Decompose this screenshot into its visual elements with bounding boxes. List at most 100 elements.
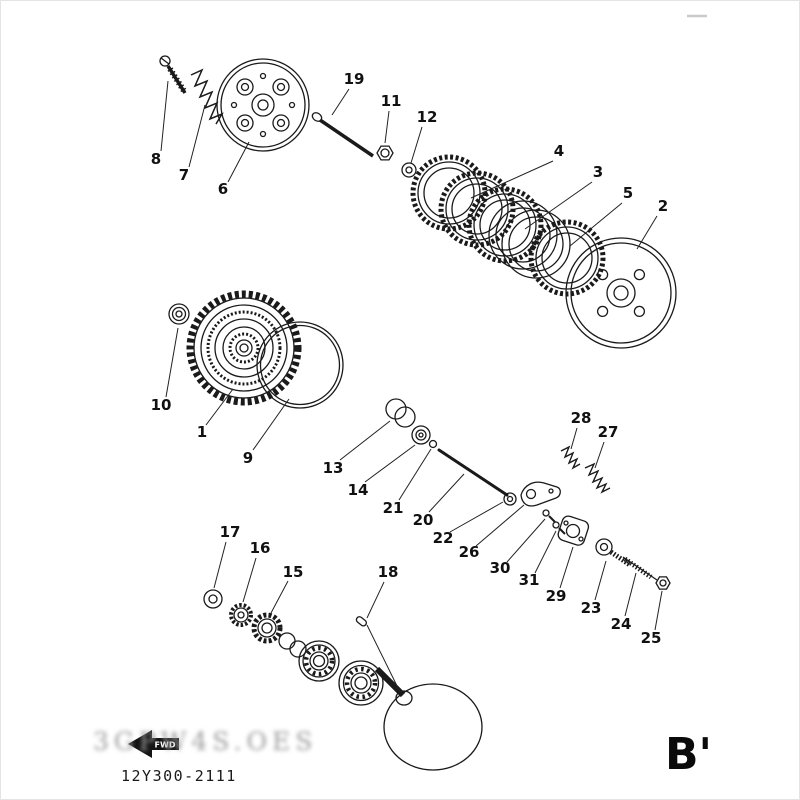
callout-25: 25 xyxy=(641,629,662,647)
callout-29: 29 xyxy=(546,587,567,605)
leader-line-19 xyxy=(331,88,350,116)
drive-shaft xyxy=(374,666,406,698)
callout-24: 24 xyxy=(611,615,632,633)
nut-25 xyxy=(655,576,671,590)
spacer-13 xyxy=(385,398,416,428)
diagram-code: 12Y300-2111 xyxy=(121,767,237,785)
leader-line-6 xyxy=(227,141,250,183)
leader-line-2 xyxy=(636,215,658,250)
callout-5: 5 xyxy=(623,184,633,202)
adjuster-23 xyxy=(595,538,632,568)
o-ring-9 xyxy=(256,321,344,409)
callout-14: 14 xyxy=(348,481,369,499)
pressure-plate-6 xyxy=(216,58,310,152)
leader-line-5 xyxy=(569,202,623,247)
callout-17: 17 xyxy=(220,523,241,541)
callout-8: 8 xyxy=(151,150,161,168)
leader-line-28 xyxy=(570,427,578,450)
callout-1: 1 xyxy=(197,423,207,441)
leader-line-15 xyxy=(270,580,289,614)
callout-10: 10 xyxy=(151,396,172,414)
screw-24 xyxy=(622,556,658,581)
nut-11 xyxy=(376,145,394,161)
page-marker: B' xyxy=(665,729,713,780)
leader-lines xyxy=(160,80,663,693)
leader-line-1 xyxy=(205,388,234,426)
leader-line-30 xyxy=(506,518,546,563)
leader-line-3 xyxy=(524,181,593,230)
callout-28: 28 xyxy=(571,409,592,427)
callout-7: 7 xyxy=(179,166,189,184)
callout-3: 3 xyxy=(593,163,603,181)
push-rod-20 xyxy=(437,448,509,497)
seal-10 xyxy=(168,303,190,325)
leader-line-27 xyxy=(594,441,605,469)
push-lever-26 xyxy=(520,481,561,507)
callout-18: 18 xyxy=(378,563,399,581)
drive-disc xyxy=(383,683,483,771)
leader-line-17 xyxy=(213,541,227,589)
spring-7 xyxy=(190,68,224,125)
callout-16: 16 xyxy=(250,539,271,557)
leader-line-14 xyxy=(364,444,416,483)
leader-line-10 xyxy=(165,327,179,398)
callout-11: 11 xyxy=(381,92,402,110)
leader-line-9 xyxy=(252,398,290,451)
callout-21: 21 xyxy=(383,499,404,517)
leader-line-29 xyxy=(559,546,574,589)
leader-line-4 xyxy=(470,160,554,199)
leader-line-23 xyxy=(594,560,607,601)
friction-plates-4 xyxy=(410,154,544,264)
fwd-arrow: FWD xyxy=(128,730,179,758)
callout-30: 30 xyxy=(490,559,511,577)
callout-22: 22 xyxy=(433,529,454,547)
callout-6: 6 xyxy=(218,180,228,198)
spring-27 xyxy=(584,462,611,494)
washer-22 xyxy=(503,492,517,506)
leader-line-24 xyxy=(624,572,637,617)
spring-28 xyxy=(560,445,581,470)
fwd-label: FWD xyxy=(155,741,176,750)
leader-line-18b xyxy=(366,624,401,693)
leader-line-20 xyxy=(428,473,465,513)
leader-line-16 xyxy=(242,557,257,603)
leader-line-12 xyxy=(410,126,423,164)
leader-line-22 xyxy=(449,501,504,533)
cover-29 xyxy=(557,515,590,546)
screw-30 xyxy=(542,509,556,523)
callout-4: 4 xyxy=(554,142,564,160)
ball-bearing-small xyxy=(298,640,340,682)
washer-17 xyxy=(203,589,223,609)
callout-31: 31 xyxy=(519,571,540,589)
leader-line-11 xyxy=(384,110,390,144)
ball-bearing-large xyxy=(338,660,384,706)
bearing-14 xyxy=(411,425,431,445)
rod-19 xyxy=(311,112,374,158)
gear-15 xyxy=(251,612,307,658)
callout-2: 2 xyxy=(658,197,668,215)
callouts: 1 2 3 4 5 6 7 8 9 10 11 12 13 14 15 16 1… xyxy=(151,70,669,647)
callout-15: 15 xyxy=(283,563,304,581)
watermark-text: 3GPW4S.OES xyxy=(93,727,318,756)
leader-line-31 xyxy=(534,530,557,574)
clutch-basket-1 xyxy=(186,290,302,406)
callout-13: 13 xyxy=(323,459,344,477)
bolt-8 xyxy=(159,55,187,94)
callout-26: 26 xyxy=(459,543,480,561)
leader-line-25 xyxy=(654,590,663,631)
leader-line-18 xyxy=(366,581,385,619)
callout-20: 20 xyxy=(413,511,434,529)
ball-21 xyxy=(428,439,438,449)
leader-line-8 xyxy=(160,80,169,152)
callout-19: 19 xyxy=(344,70,365,88)
leader-line-7 xyxy=(188,104,206,168)
washer-12 xyxy=(401,162,417,178)
gear-16 xyxy=(229,603,253,627)
callout-9: 9 xyxy=(243,449,253,467)
leader-line-26 xyxy=(475,504,525,547)
key-18 xyxy=(355,616,368,627)
callout-12: 12 xyxy=(417,108,438,126)
callout-23: 23 xyxy=(581,599,602,617)
